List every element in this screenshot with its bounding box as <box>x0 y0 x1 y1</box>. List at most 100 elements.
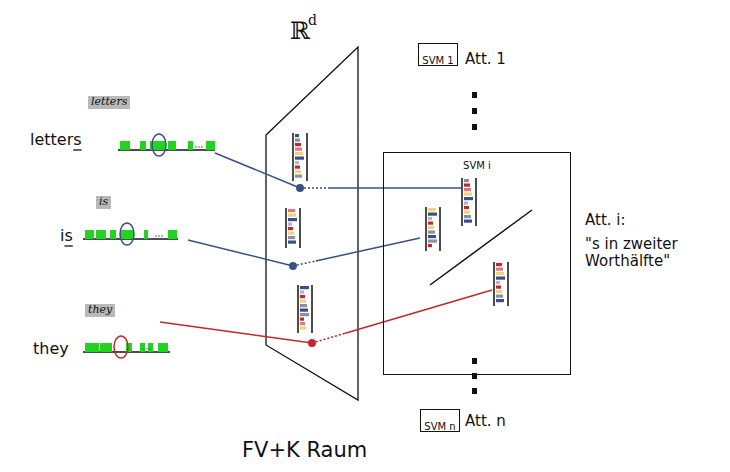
feature-point <box>296 184 304 192</box>
green-bar <box>110 230 116 239</box>
feature-bar <box>496 299 504 302</box>
separating-hyperplane <box>430 210 532 285</box>
vector-bracket <box>285 208 287 248</box>
green-bar <box>168 230 177 239</box>
feature-point <box>308 339 316 347</box>
feature-bar <box>300 327 306 330</box>
vector-icons <box>286 133 508 333</box>
small-dot <box>149 348 151 350</box>
feature-bar <box>428 222 433 225</box>
feature-bar <box>428 226 434 229</box>
feature-bar <box>428 240 437 243</box>
feature-bar <box>428 217 432 220</box>
feature-bar <box>464 179 469 182</box>
vector-bracket <box>311 285 313 333</box>
classifier-panel: SVM i <box>383 152 571 375</box>
attribute-description: "s in zweiter Worthälfte" <box>585 236 715 271</box>
word-bars <box>83 134 215 358</box>
feature-bar <box>428 244 432 247</box>
feature-bar <box>288 241 296 244</box>
feature-bar <box>295 166 300 169</box>
small-dot <box>161 235 163 237</box>
focus-circle <box>114 336 128 358</box>
feature-bar <box>288 214 296 217</box>
small-dot <box>198 146 200 148</box>
feature-bar <box>496 295 503 298</box>
feature-bar <box>464 184 470 187</box>
feature-bar <box>300 318 304 321</box>
feature-bar <box>295 139 300 142</box>
feature-plane <box>266 47 358 400</box>
green-bar <box>120 141 130 150</box>
classifier-box: SVM 1 <box>418 43 458 66</box>
feature-bar <box>295 157 304 160</box>
green-bar <box>206 141 215 150</box>
vector-bracket <box>507 262 509 306</box>
vector-bracket <box>425 207 427 251</box>
vector-bracket <box>475 178 477 226</box>
word-label: is <box>60 227 73 245</box>
word-label: they <box>33 340 69 358</box>
focus-circle <box>120 223 134 245</box>
green-bar <box>140 141 146 150</box>
feature-bar <box>464 215 471 218</box>
feature-bar <box>496 268 503 271</box>
focus-circle <box>152 134 166 156</box>
mapping-line <box>329 187 462 189</box>
word-image: they <box>85 304 115 317</box>
attribute-label: Att. 1 <box>465 51 506 68</box>
word-image: letters <box>88 96 130 109</box>
feature-bar <box>300 313 309 316</box>
hidden-line <box>300 187 329 189</box>
small-dot <box>143 348 145 350</box>
feature-bar <box>464 211 470 214</box>
green-bar <box>140 343 145 352</box>
small-dot <box>201 146 203 148</box>
feature-bar <box>300 300 306 303</box>
attribute-label: Att. n <box>465 413 506 430</box>
feature-bar <box>288 236 295 239</box>
word-label: letters <box>30 131 82 149</box>
green-bar <box>120 230 134 239</box>
feature-point <box>289 262 297 270</box>
green-bar <box>96 230 106 239</box>
baseline <box>118 149 215 150</box>
feature-bar <box>428 208 436 211</box>
vector-bracket <box>461 178 463 226</box>
mapping-line <box>188 240 293 266</box>
mapping-line <box>160 322 312 343</box>
feature-bar <box>300 304 307 307</box>
small-dot <box>195 146 197 148</box>
feature-bar <box>288 209 295 212</box>
feature-bar <box>288 218 297 221</box>
feature-bar <box>295 175 302 178</box>
feature-bar <box>300 295 305 298</box>
feature-bar <box>295 161 299 164</box>
feature-bar <box>295 134 299 137</box>
feature-bar <box>300 291 304 294</box>
vector-bracket <box>297 285 299 333</box>
small-dot <box>146 348 148 350</box>
feature-bar <box>288 227 293 230</box>
classifier-name: SVM i <box>463 160 491 171</box>
feature-bar <box>464 202 468 205</box>
feature-bar <box>300 309 308 312</box>
green-bar <box>148 343 153 352</box>
feature-bar <box>496 277 505 280</box>
feature-bar <box>295 170 301 173</box>
feature-bar <box>496 286 501 289</box>
feature-bar <box>464 206 469 209</box>
classifier-name: SVM n <box>424 421 455 432</box>
letter-underline <box>73 149 81 150</box>
classifier-name: SVM 1 <box>422 55 453 66</box>
green-bar <box>100 343 112 352</box>
green-bar <box>144 230 148 239</box>
green-bar <box>158 343 168 352</box>
green-bar <box>85 230 94 239</box>
feature-bar <box>295 148 302 151</box>
small-dot <box>155 235 157 237</box>
feature-bar <box>295 152 303 155</box>
feature-bar <box>496 272 504 275</box>
small-dot <box>158 235 160 237</box>
mapping-line <box>316 238 420 261</box>
